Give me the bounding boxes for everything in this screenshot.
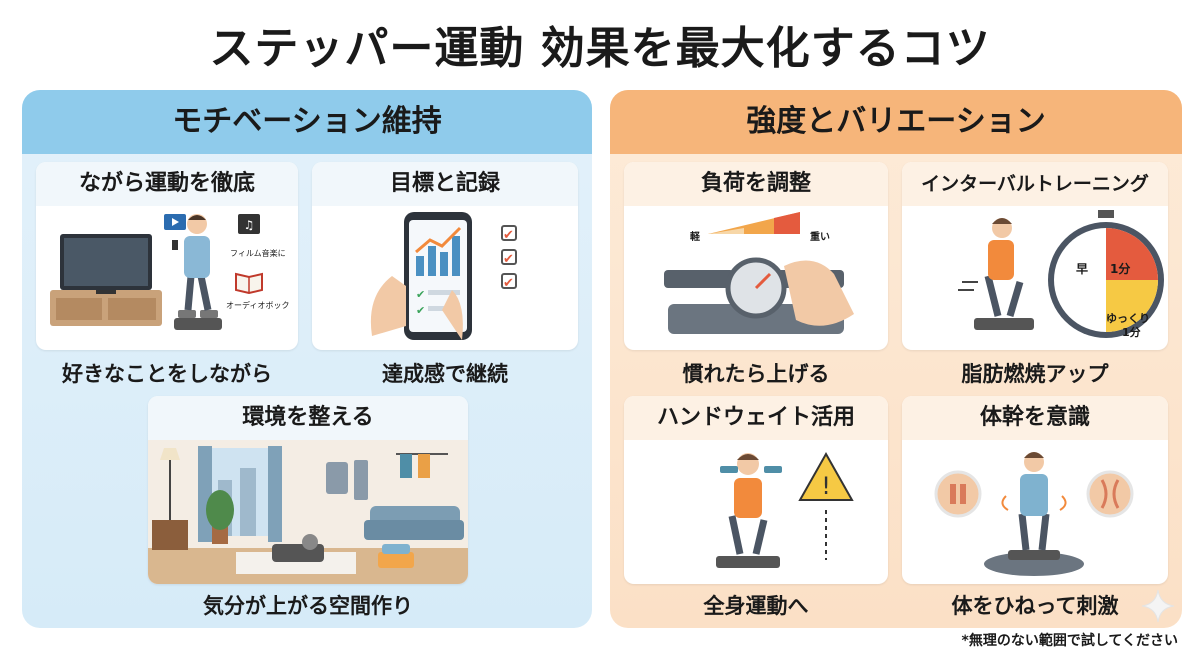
caption-load: 慣れたら上げる <box>682 362 830 386</box>
card-load-title: 負荷を調整 <box>624 162 888 206</box>
motivation-heading: モチベーション維持 <box>22 90 592 154</box>
tv-stepper-illustration: ♫ <box>50 214 260 330</box>
book-icon <box>235 272 263 294</box>
card-goals: 目標と記録 ✔ ✔ ✔ ✔ ✔ <box>312 162 578 350</box>
interval-timer-illustration <box>958 210 1164 338</box>
disclaimer-note: *無理のない範囲で試してください <box>961 633 1178 649</box>
load-dial-illustration <box>664 212 854 334</box>
card-goals-title: 目標と記録 <box>312 162 578 206</box>
card-interval-title: インターバルトレーニング <box>902 162 1168 206</box>
caption-weights: 全身運動へ <box>703 594 809 618</box>
card-core: 体幹を意識 <box>902 396 1168 584</box>
caption-interval: 脂肪燃焼アップ <box>961 362 1109 386</box>
card-weights-title: ハンドウェイト活用 <box>624 396 888 440</box>
svg-text:✔: ✔ <box>503 228 514 243</box>
interval-slow-time: 1分 <box>1122 326 1141 339</box>
card-multitask: ながら運動を徹底 ♫ フィルム音楽に オーディオボッ <box>36 162 298 350</box>
card-multitask-title: ながら運動を徹底 <box>36 162 298 206</box>
svg-text:!: ! <box>821 472 831 500</box>
interval-slow-label: ゆっくり <box>1106 312 1150 325</box>
intensity-heading: 強度とバリエーション <box>610 90 1182 154</box>
interval-fast-label: 早 <box>1076 262 1089 276</box>
svg-text:✔: ✔ <box>503 252 514 267</box>
intensity-panel: 強度とバリエーション 負荷を調整 軽 重い インターバルトレーニング <box>610 90 1182 628</box>
card-environment: 環境を整える <box>148 396 468 584</box>
svg-text:✔: ✔ <box>416 288 425 301</box>
interval-fast-time: 1分 <box>1110 262 1131 276</box>
svg-text:✔: ✔ <box>416 304 425 317</box>
page-title: ステッパー運動 効果を最大化するコツ <box>209 23 991 74</box>
dumbbell-stepper-illustration: ! <box>716 451 854 568</box>
phone-record-illustration: ✔ ✔ ✔ ✔ ✔ <box>370 212 517 340</box>
caption-multitask: 好きなことをしながら <box>62 362 272 386</box>
svg-text:♫: ♫ <box>244 218 255 232</box>
film-music-label: フィルム音楽に <box>230 249 286 258</box>
card-interval: インターバルトレーニング 早 1分 ゆっくり 1分 <box>902 162 1168 350</box>
card-core-title: 体幹を意識 <box>902 396 1168 440</box>
motivation-panel: モチベーション維持 ながら運動を徹底 ♫ フィルム音楽に <box>22 90 592 628</box>
load-heavy-label: 重い <box>810 232 830 243</box>
card-weights: ハンドウェイト活用 ! <box>624 396 888 584</box>
core-twist-illustration <box>934 452 1134 576</box>
card-load: 負荷を調整 軽 重い <box>624 162 888 350</box>
room-illustration <box>148 440 468 584</box>
load-light-label: 軽 <box>690 232 700 243</box>
svg-text:✔: ✔ <box>503 276 514 291</box>
caption-environment: 気分が上がる空間作り <box>203 594 413 618</box>
caption-goals: 達成感で継続 <box>382 362 508 386</box>
sparkle-icon <box>1141 589 1175 623</box>
audiobook-label: オーディオボック <box>226 301 290 310</box>
card-environment-title: 環境を整える <box>148 396 468 440</box>
caption-core: 体をひねって刺激 <box>951 594 1119 618</box>
